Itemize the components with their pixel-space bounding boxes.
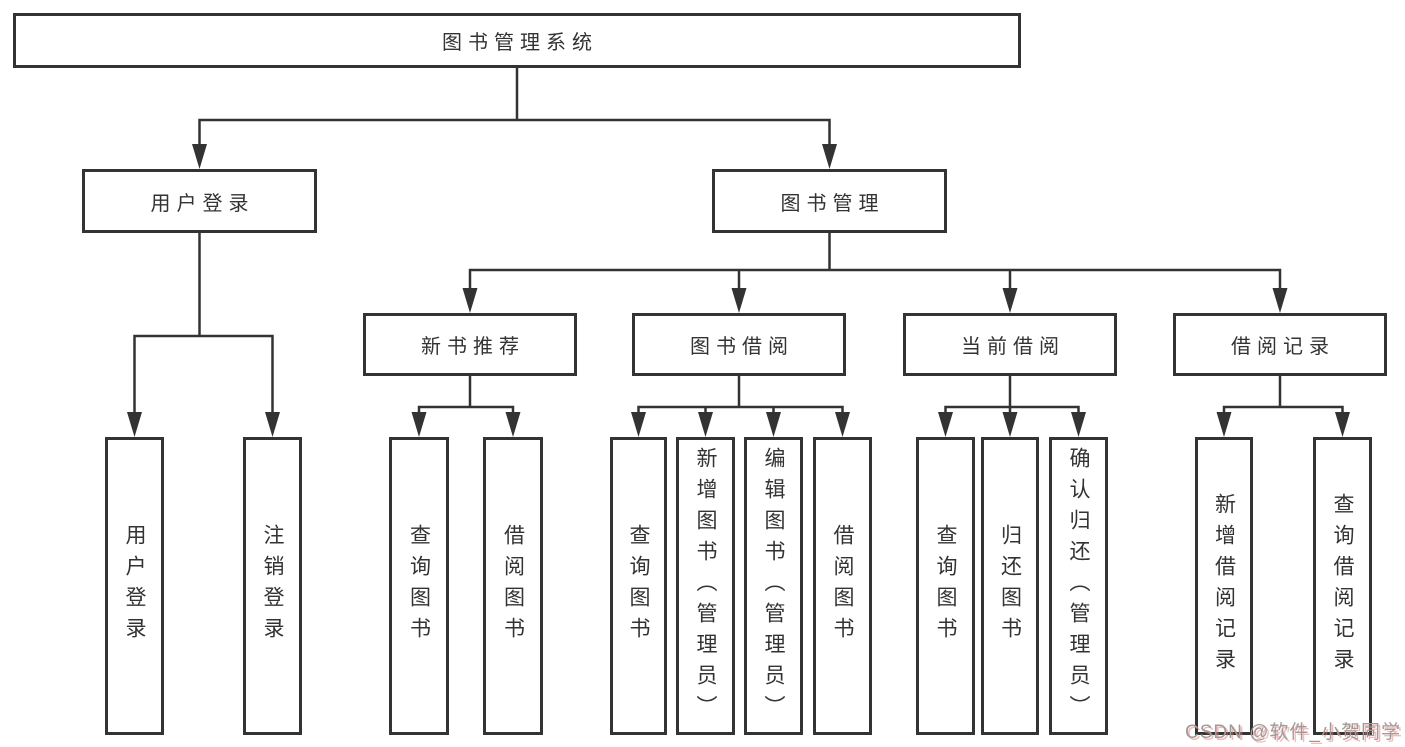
node-current-borrowing: 当前借阅 xyxy=(903,313,1117,376)
leaf-edit-books-admin: 编辑图书（管理员） xyxy=(744,437,803,735)
leaf-confirm-return-admin: 确认归还（管理员） xyxy=(1049,437,1108,735)
leaf-label: 新增借阅记录 xyxy=(1212,493,1236,679)
node-borrowing-records: 借阅记录 xyxy=(1173,313,1387,376)
leaf-label: 借阅图书 xyxy=(831,524,854,648)
node-label: 图书管理系统 xyxy=(442,32,598,54)
leaf-label: 查询图书 xyxy=(407,524,431,648)
leaf-label: 用户登录 xyxy=(123,524,146,648)
node-label: 新书推荐 xyxy=(421,336,525,358)
leaf-label: 查询图书 xyxy=(934,524,957,648)
leaf-query-books-borrowing: 查询图书 xyxy=(610,437,667,735)
leaf-add-books-admin: 新增图书（管理员） xyxy=(676,437,735,735)
node-user-login: 用户登录 xyxy=(82,169,317,233)
leaf-label: 新增图书（管理员） xyxy=(694,446,717,726)
node-book-management: 图书管理 xyxy=(712,169,947,233)
node-label: 用户登录 xyxy=(150,192,255,215)
node-label: 当前借阅 xyxy=(961,336,1065,358)
leaf-label: 确认归还（管理员） xyxy=(1067,446,1090,726)
node-label: 图书管理 xyxy=(780,192,885,215)
leaf-return-books: 归还图书 xyxy=(981,437,1039,735)
leaf-label: 归还图书 xyxy=(998,524,1022,648)
leaf-label: 编辑图书（管理员） xyxy=(762,446,785,726)
leaf-logout: 注销登录 xyxy=(243,437,302,735)
node-book-borrowing: 图书借阅 xyxy=(632,313,846,376)
leaf-query-books-recommend: 查询图书 xyxy=(389,437,449,735)
leaf-query-books-current: 查询图书 xyxy=(916,437,975,735)
csdn-watermark: CSDN @软件_小贺同学 xyxy=(1185,722,1401,743)
leaf-borrow-books-recommend: 借阅图书 xyxy=(483,437,543,735)
leaf-label: 查询借阅记录 xyxy=(1331,493,1354,679)
node-label: 借阅记录 xyxy=(1231,336,1335,358)
leaf-label: 借阅图书 xyxy=(501,524,525,648)
leaf-user-login: 用户登录 xyxy=(105,437,164,735)
leaf-label: 注销登录 xyxy=(261,524,284,648)
node-label: 图书借阅 xyxy=(690,336,794,358)
node-new-book-recommendation: 新书推荐 xyxy=(363,313,577,376)
leaf-query-borrow-record: 查询借阅记录 xyxy=(1313,437,1372,735)
leaf-label: 查询图书 xyxy=(627,524,650,648)
node-library-management-system: 图书管理系统 xyxy=(13,13,1021,68)
leaf-add-borrow-record: 新增借阅记录 xyxy=(1195,437,1253,735)
leaf-borrow-books-borrowing: 借阅图书 xyxy=(813,437,872,735)
